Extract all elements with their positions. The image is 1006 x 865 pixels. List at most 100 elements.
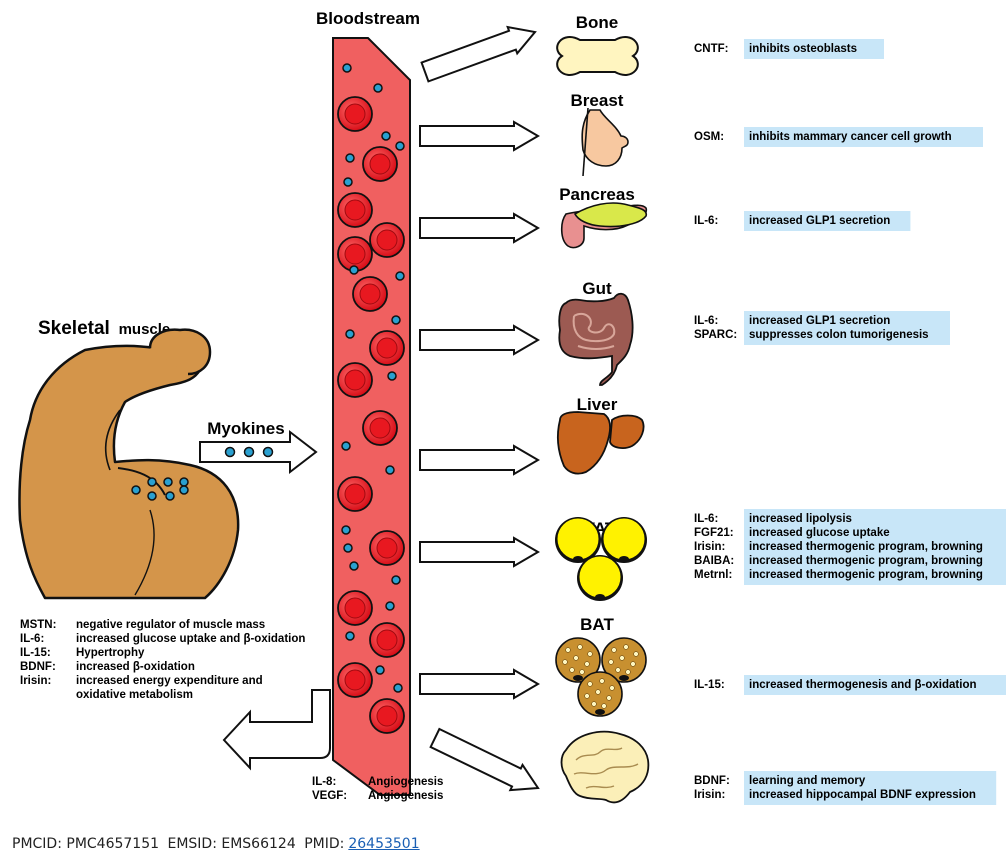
organ-name-breast: Breast [571,91,624,110]
myokine-dot [387,371,397,381]
forearm-crease [134,509,155,596]
effect-highlight [744,675,1006,695]
autocrine-arrow [222,689,331,771]
effect-highlight [744,311,950,345]
organ-effect-factor: BDNF: [694,775,730,787]
vessel-effect-factor: VEGF: [312,790,347,802]
organ-effect-text: learning and memory [749,775,866,787]
muscle-effect-text: negative regulator of muscle mass [76,619,265,631]
citation-footer: PMCID: PMC4657151 EMSID: EMS66124 PMID:2… [12,836,420,852]
myokine-dot [345,631,355,641]
myokine-dot [373,83,383,93]
organ-arrow [420,25,537,83]
organ-arrow [419,212,540,244]
myokine-dot [224,446,236,458]
organ-effect-factor: CNTF: [694,43,729,55]
red-blood-cell-center [376,629,398,651]
red-blood-cell-center [344,597,366,619]
effect-highlight [744,39,884,59]
organ-effect-factor: Metrnl: [694,569,732,581]
effect-highlight [744,771,997,805]
organ-name-bone: Bone [576,13,619,32]
red-blood-cell-center [376,537,398,559]
pmcid-text: PMCID: PMC4657151 [12,836,160,852]
organ-name-pancreas: Pancreas [559,185,635,204]
muscle-effects-list: MSTN: negative regulator of muscle massIL… [20,619,305,701]
muscle-effect-text: increased β-oxidation [76,661,195,673]
organ-arrow [419,120,540,152]
red-blood-cell-center [359,283,381,305]
myokine-dot [395,271,405,281]
muscle-effect-text: Hypertrophy [76,647,145,659]
brown-adipose-tissue-icon [555,637,647,717]
organ-effect-text: increased hippocampal BDNF expression [749,789,976,801]
myokine-dot [385,465,395,475]
myokine-dot [131,485,141,495]
myokine-dot [381,131,391,141]
organ-effect-text: increased thermogenesis and β-oxidation [749,679,977,691]
organ-effect-text: inhibits mammary cancer cell growth [749,131,952,143]
organ-effect-factor: FGF21: [694,527,734,539]
organ-arrow [419,444,540,476]
organ-effect-text: inhibits osteoblasts [749,43,857,55]
myokine-dot [163,477,173,487]
myokine-dot [343,177,353,187]
organ-effect-text: suppresses colon tumorigenesis [749,329,929,341]
myokine-dot [262,446,274,458]
brain-folds [573,747,639,789]
effect-highlight [744,127,983,147]
myokine-dot [179,477,189,487]
myokine-dot [341,441,351,451]
bone-icon [556,36,639,76]
effect-highlight [744,211,911,231]
breast-outline [582,107,589,177]
myokine-dot [391,315,401,325]
red-blood-cell-center [344,243,366,265]
red-blood-cell-center [369,153,391,175]
organ-effect-text: increased lipolysis [749,513,852,525]
organ-effect-text: increased GLP1 secretion [749,215,890,227]
myokine-dot [349,265,359,275]
breast-icon [581,109,629,167]
myokine-dot [147,491,157,501]
muscle-effect-factor: Irisin: [20,675,51,687]
myokine-dot [165,491,175,501]
organ-effect-factor: BAIBA: [694,555,734,567]
vessel-effect-text: Angiogenesis [368,790,443,802]
white-adipose-tissue-icon [555,517,647,601]
myokine-dot [342,63,352,73]
organ-arrow [419,536,540,568]
elbow-crease [104,409,121,471]
red-blood-cell-center [344,483,366,505]
muscle-effect-factor: IL-15: [20,647,51,659]
organ-effect-factor: IL-6: [694,513,718,525]
red-blood-cell-center [376,705,398,727]
myokine-dot [345,153,355,163]
myokine-dot [341,525,351,535]
muscle-effect-factor: IL-6: [20,633,44,645]
organ-effect-text: increased GLP1 secretion [749,315,890,327]
muscle-effect-text: increased energy expenditure and [76,675,263,687]
myokine-diagram: Bloodstream Skeletal muscle Myokines MST… [18,9,1006,805]
red-blood-cell-center [344,199,366,221]
myokine-dot [243,446,255,458]
muscle-effect-factor: BDNF: [20,661,56,673]
pmid-link[interactable]: 26453501 [348,836,420,852]
gut-icon [558,292,634,386]
organ-effect-factor: SPARC: [694,329,737,341]
myokine-dot [343,543,353,553]
myokines-arrow [199,429,318,475]
red-blood-cell-center [344,669,366,691]
myokine-dot [395,141,405,151]
myokine-dot [375,665,385,675]
flexed-arm-illustration [18,343,240,600]
red-blood-cell-center [344,103,366,125]
pmid-label: PMID: [304,836,345,852]
biceps-contour [117,467,166,496]
muscle-effect-factor: MSTN: [20,619,56,631]
organ-name-gut: Gut [582,279,612,298]
myokines-label: Myokines [207,419,284,438]
organ-effect-factor: IL-15: [694,679,725,691]
